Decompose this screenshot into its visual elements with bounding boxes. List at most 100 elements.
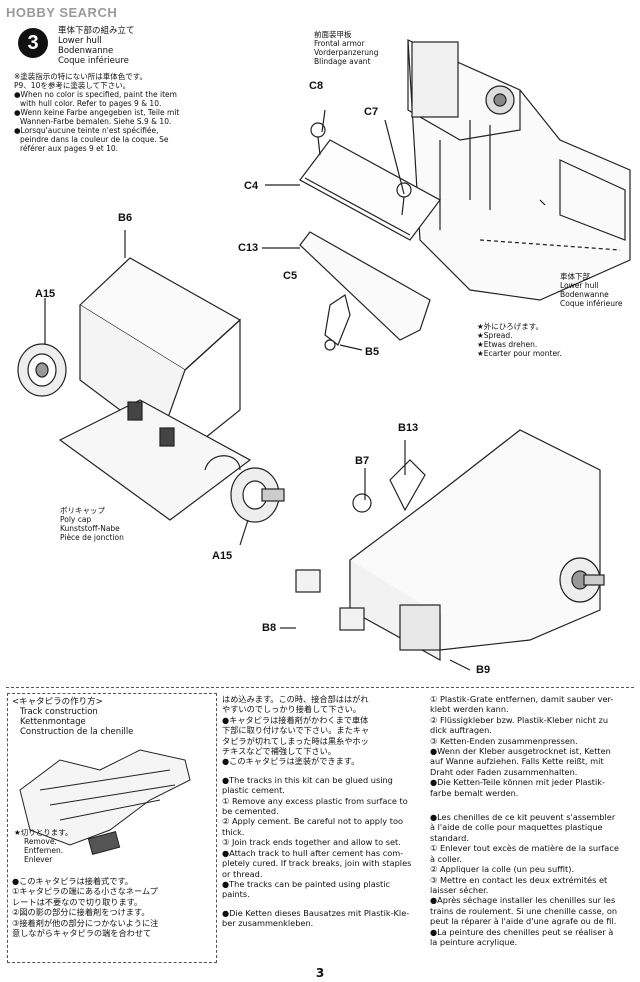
instruction-line: à coller.: [430, 853, 462, 864]
spread-jp: ★外にひろげます。: [477, 322, 543, 331]
note-jp-line: P9、10を参考に塗装して下さい。: [14, 81, 131, 90]
spread-en: ★Spread.: [477, 331, 513, 340]
part-label-b8: B8: [262, 622, 277, 634]
section-divider: [6, 687, 634, 688]
track-title-en: Track construction: [20, 707, 98, 717]
instruction-line: ●このキャタピラは塗装ができます。: [222, 756, 360, 767]
middle-instruction-column: はめ込みます。この時、接合部ははがれ やすいのでしっかり接着して下さい。 ●キャ…: [222, 694, 422, 929]
note-fr-line: référer aux pages 9 et 10.: [20, 144, 119, 153]
step-title-block: 車体下部の組み立て Lower hull Bodenwanne Coque in…: [58, 26, 135, 66]
poly-cap-en: Poly cap: [60, 515, 92, 524]
track-jp-instructions: ●このキャタピラは接着式です。 ①キャタピラの端にある小さなネームプ レートは不…: [12, 876, 212, 938]
poly-cap-fr: Pièce de jonction: [60, 533, 124, 542]
instruction-line: ③ Mettre en contact les deux extrémités …: [430, 874, 608, 885]
instruction-line: pletely cured. If track breaks, join wit…: [222, 858, 412, 869]
part-label-a15-upper: A15: [35, 288, 56, 300]
instruction-line: 下部に取り付けないで下さい。またキャ: [222, 725, 370, 736]
instruction-line: ●Die Ketten dieses Bausatzes mit Plastik…: [222, 907, 410, 918]
cut-note-jp: ★切りとります。: [14, 828, 73, 837]
note-de-line: ●Wenn keine Farbe angegeben ist, Teile m…: [14, 108, 180, 117]
part-label-b7: B7: [355, 455, 370, 467]
watermark: HOBBY SEARCH: [6, 5, 118, 20]
page-number: 3: [315, 966, 325, 980]
note-fr-line: peindre dans la couleur de la coque. Se: [20, 135, 169, 144]
track-section-box: [7, 693, 217, 963]
instruction-line: ① Remove any excess plastic from surface…: [222, 795, 408, 806]
poly-cap-de: Kunststoff-Nabe: [60, 524, 120, 533]
instruction-line: はめ込みます。この時、接合部ははがれ: [222, 694, 369, 704]
instruction-line: be cemented.: [222, 806, 279, 817]
track-title-de: Kettenmontage: [20, 717, 86, 727]
step-title-fr: Coque inférieure: [58, 56, 129, 66]
instruction-line: ●Attach track to hull after cement has c…: [222, 847, 404, 858]
right-instruction-column: ① Plastik-Grate entfernen, damit sauber …: [430, 694, 635, 947]
cut-note-fr: Enlever: [24, 855, 53, 864]
lower-hull-callout: 車体下部 Lower hull Bodenwanne Coque inférie…: [560, 272, 623, 308]
instruction-line: ●このキャタピラは接着式です。: [12, 876, 133, 886]
instruction-line: ●Die Ketten-Teile können mit jeder Plast…: [430, 777, 605, 788]
instruction-line: thick.: [222, 826, 245, 837]
instruction-line: la peinture acrylique.: [430, 936, 518, 947]
instruction-line: ② Flüssigkleber bzw. Plastik-Kleber nich…: [430, 714, 609, 725]
instruction-line: ③ Ketten-Enden zusammenpressen.: [430, 735, 578, 746]
frontal-armor-de: Vorderpanzerung: [314, 48, 379, 57]
instruction-line: ber zusammenkleben.: [222, 918, 314, 929]
instruction-line: ●Après séchage installer les chenilles s…: [430, 895, 616, 906]
instruction-line: paints.: [222, 889, 250, 900]
instruction-line: ① Plastik-Grate entfernen, damit sauber …: [430, 694, 614, 704]
cut-note-de: Entfernen.: [24, 846, 64, 855]
track-title-jp: <キャタピラの作り方>: [12, 697, 103, 707]
lower-hull-de: Bodenwanne: [560, 290, 609, 299]
cut-note: ★切りとります。 Remove. Entfernen. Enlever: [14, 828, 72, 864]
instruction-line: ②図の影の部分に接着剤をつけます。: [12, 907, 150, 918]
instruction-line: ③ Join track ends together and allow to …: [222, 837, 401, 848]
frontal-armor-en: Frontal armor: [314, 39, 365, 48]
part-label-b13: B13: [398, 422, 419, 434]
instruction-line: ①キャタピラの端にある小さなネームプ: [12, 886, 158, 897]
instruction-line: ② Apply cement. Be careful not to apply …: [222, 816, 403, 827]
instruction-line: ③接着剤が他の部分につかないように注: [12, 917, 159, 928]
instruction-line: ●The tracks can be painted using plastic: [222, 878, 391, 889]
part-label-b6: B6: [118, 212, 133, 224]
part-label-b9: B9: [476, 664, 491, 676]
spread-callout: ★外にひろげます。 ★Spread. ★Etwas drehen. ★Ecart…: [477, 322, 562, 358]
note-en-line: ●When no color is specified, paint the i…: [14, 90, 177, 99]
note-jp-line: ※塗装指示の特にない所は車体色です。: [14, 72, 148, 81]
frontal-armor-jp: 前面装甲板: [314, 30, 352, 39]
step-number-badge: 3: [18, 28, 48, 58]
part-label-a15-lower: A15: [212, 550, 233, 562]
instruction-line: 意しながらキャタピラの端を合わせて: [12, 928, 152, 939]
spread-de: ★Etwas drehen.: [477, 340, 538, 349]
instruction-line: plastic cement.: [222, 785, 285, 796]
instruction-line: チキスなどで補強して下さい。: [222, 746, 336, 757]
instruction-line: タピラが切れてしまった時は黒糸やホッ: [222, 735, 369, 746]
instruction-line: ●The tracks in this kit can be glued usi…: [222, 774, 393, 785]
part-label-c7: C7: [364, 106, 379, 118]
instruction-line: trains de roulement. Si une chenille cas…: [430, 905, 618, 916]
part-label-c5: C5: [283, 270, 298, 282]
spread-fr: ★Ecarter pour monter.: [477, 349, 562, 358]
instruction-line: peut la réparer à l'aide d'une agrafe ou…: [430, 916, 617, 927]
instruction-line: ●La peinture des chenilles peut se réali…: [430, 926, 614, 937]
instruction-line: auf Wanne aufziehen. Falls Kette reißt, …: [430, 756, 604, 767]
step-title-en: Lower hull: [58, 36, 102, 46]
note-en-line: with hull color. Refer to pages 9 & 10.: [20, 99, 162, 108]
part-label-c13: C13: [238, 242, 259, 254]
instruction-line: やすいのでしっかり接着して下さい。: [222, 704, 361, 715]
instruction-line: klebt werden kann.: [430, 704, 509, 715]
instruction-line: farbe bemalt werden.: [430, 787, 519, 798]
instruction-line: or thread.: [222, 868, 263, 879]
instruction-line: standard.: [430, 832, 469, 843]
part-label-b5: B5: [365, 346, 380, 358]
lower-hull-jp: 車体下部: [560, 272, 590, 281]
frontal-armor-fr: Blindage avant: [314, 57, 371, 66]
cut-note-en: Remove.: [24, 837, 57, 846]
step-paint-note: ※塗装指示の特にない所は車体色です。 P9、10を参考に塗装して下さい。 ●Wh…: [14, 72, 194, 153]
track-title-block: <キャタピラの作り方> Track construction Kettenmon…: [12, 697, 133, 737]
step-title-jp: 車体下部の組み立て: [58, 26, 135, 36]
instruction-line: ●キャタピラは接着剤がかわくまで車体: [222, 714, 369, 725]
instruction-line: laisser sécher.: [430, 884, 489, 895]
instruction-line: dick auftragen.: [430, 725, 492, 736]
instruction-line: レートは不要なので切り取ります。: [12, 896, 143, 907]
